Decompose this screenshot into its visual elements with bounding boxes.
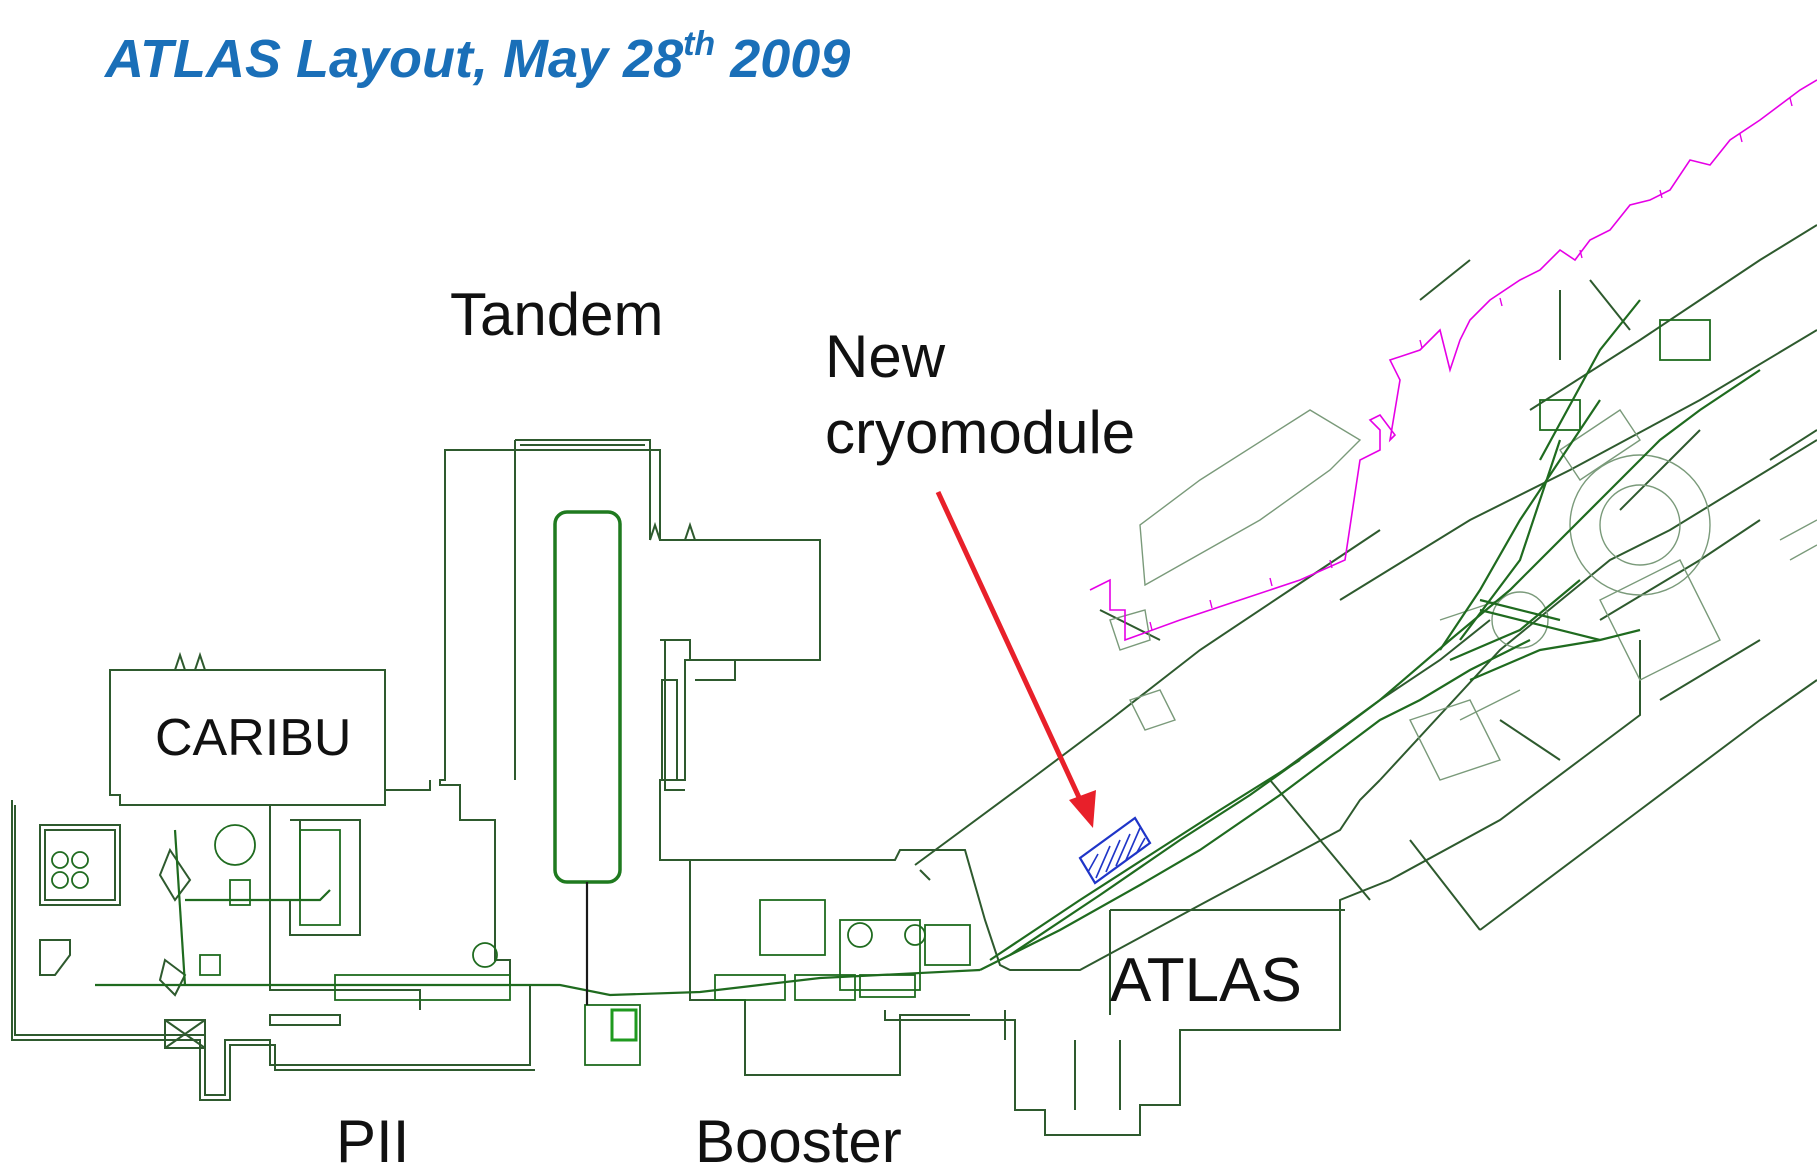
cryomodule-hatching: [1087, 827, 1146, 879]
cryomodule-arrow-head: [1069, 790, 1096, 828]
label-tandem: Tandem: [450, 281, 664, 348]
fence-ticks: [1149, 97, 1793, 631]
new-cryomodule-marker: [935, 490, 1152, 885]
tandem-injector: [610, 1008, 638, 1042]
label-new-cryomodule-line1: New: [825, 323, 946, 390]
label-atlas: ATLAS: [1110, 946, 1302, 1015]
caribu-pii-walls: [11, 449, 970, 1101]
booster-atlas-walls: [660, 224, 1817, 1136]
label-booster: Booster: [695, 1108, 902, 1175]
cryomodule-arrow-shaft: [935, 490, 1086, 808]
outline-rooms: [1109, 409, 1817, 781]
beamlines: [95, 299, 1761, 997]
tandem-tank: [553, 510, 622, 884]
label-new-cryomodule-line2: cryomodule: [825, 399, 1136, 466]
label-pii: PII: [336, 1108, 410, 1175]
title-main: ATLAS Layout, May 28: [105, 29, 684, 89]
fence-line: [1089, 79, 1817, 642]
beamline-equipment: [51, 319, 1711, 1066]
label-caribu: CARIBU: [155, 709, 352, 767]
title-superscript: th: [683, 25, 716, 63]
slide-title: ATLAS Layout, May 28th 2009: [105, 25, 851, 90]
title-year: 2009: [715, 29, 851, 89]
tandem-building: [514, 439, 736, 791]
